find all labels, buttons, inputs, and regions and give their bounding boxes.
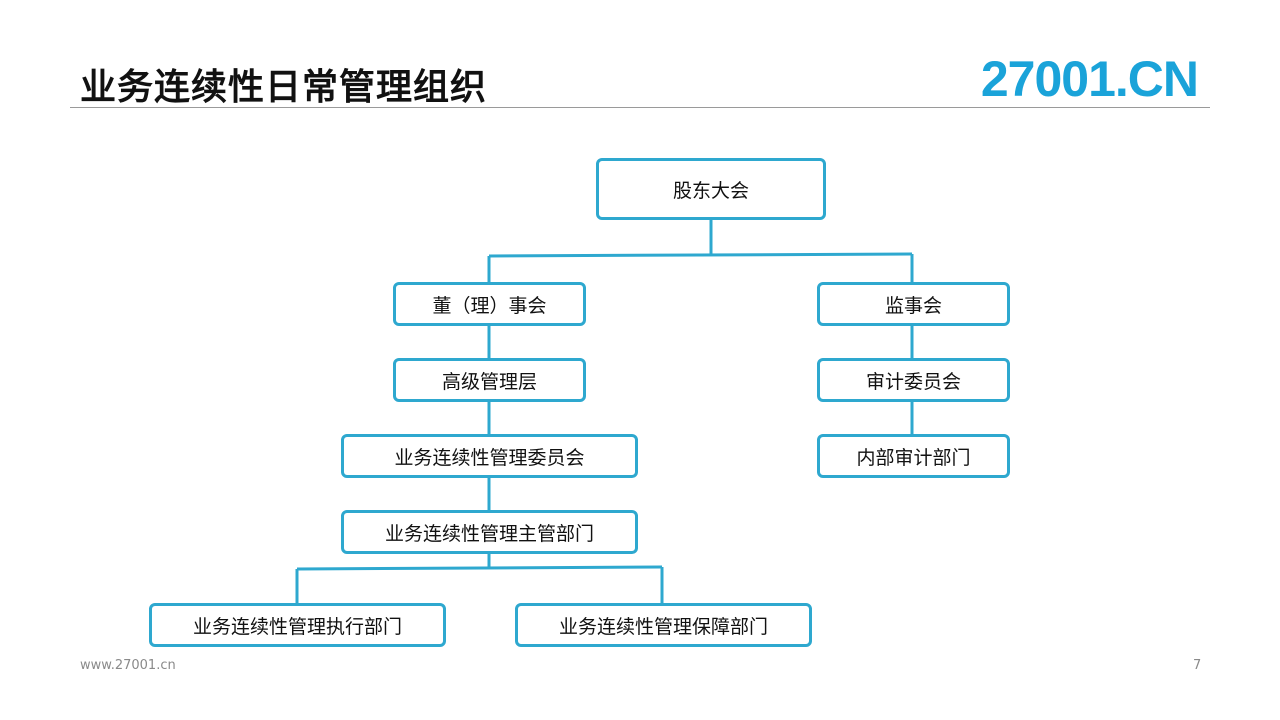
node-senior-management: 高级管理层 xyxy=(393,358,586,402)
node-supervisors: 监事会 xyxy=(817,282,1010,326)
brand-logo: 27001.CN xyxy=(980,51,1199,107)
node-internal-audit: 内部审计部门 xyxy=(817,434,1010,478)
node-shareholders: 股东大会 xyxy=(596,158,826,220)
node-bc-support-dept: 业务连续性管理保障部门 xyxy=(515,603,812,647)
node-bc-department: 业务连续性管理主管部门 xyxy=(341,510,638,554)
node-bc-committee: 业务连续性管理委员会 xyxy=(341,434,638,478)
page-number: 7 xyxy=(1193,658,1202,673)
node-bc-execution-dept: 业务连续性管理执行部门 xyxy=(149,603,446,647)
node-board: 董（理）事会 xyxy=(393,282,586,326)
connector-bottom-bar xyxy=(296,565,663,571)
node-audit-committee: 审计委员会 xyxy=(817,358,1010,402)
footer-url: www.27001.cn xyxy=(80,658,176,673)
title-divider xyxy=(70,107,1210,108)
page-title: 业务连续性日常管理组织 xyxy=(80,67,488,108)
connector-top-bar xyxy=(488,252,913,258)
